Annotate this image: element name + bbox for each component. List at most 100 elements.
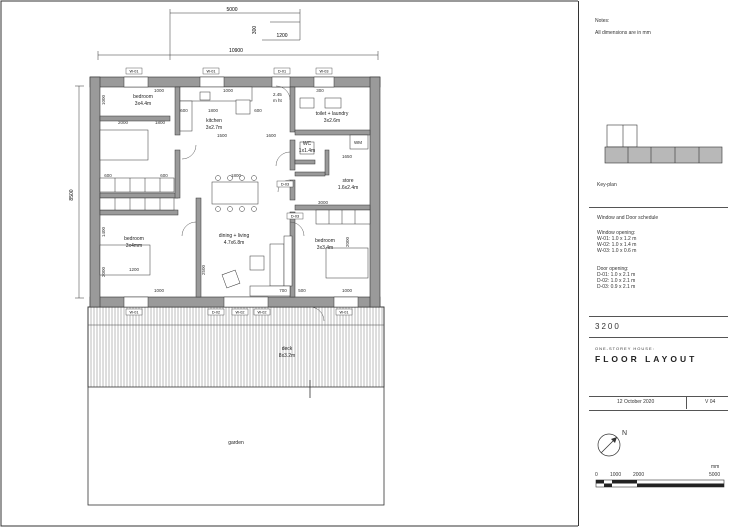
room-store-name: store <box>342 178 353 184</box>
room-dining-size: 4.7x6.8m <box>224 240 245 246</box>
scale-unit: mm <box>711 464 720 470</box>
outer-wall-left <box>89 76 101 308</box>
dim-text: 1000 <box>342 288 353 293</box>
dim-overall-height: 8500 <box>69 189 75 200</box>
toilet-fixtures <box>299 97 369 155</box>
room-store-size: 1.6x2.4m <box>338 185 359 191</box>
dim-text: 1800 <box>155 120 166 125</box>
window-row-2: W-02: 1.0 x 1.4 m <box>597 242 637 248</box>
dim-text: 1000 <box>154 88 165 93</box>
interior-walls <box>99 86 371 298</box>
dim-top-small: 1200 <box>276 33 287 39</box>
north-arrow <box>597 433 621 457</box>
opening-tags: W-01 W-01 D-01 W-03 W-01 D-02 W-02 W-02 … <box>125 67 353 316</box>
room-bedroom-2-size: 3x4mm <box>126 243 142 249</box>
room-garden-name: garden <box>228 440 244 446</box>
room-kitchen-name: kitchen <box>206 118 222 124</box>
tag-d03-bed3: D-03 <box>291 215 299 219</box>
drawing-title: FLOOR LAYOUT <box>595 354 698 364</box>
tag-d01: D-01 <box>278 70 286 74</box>
tag-w02-a: W-02 <box>235 311 244 315</box>
project-number: 3200 <box>595 322 621 331</box>
deck-area <box>87 306 385 388</box>
room-wc-size: 1x1.4m <box>299 148 315 154</box>
title-block: Notes: All dimensions are in mm Key-plan… <box>578 1 738 526</box>
living-furniture <box>221 235 293 297</box>
dim-top-offset: 300 <box>252 26 258 35</box>
tag-w01-top: W-01 <box>129 70 138 74</box>
tag-w03: W-03 <box>319 70 328 74</box>
dim-text: 3000 <box>318 200 329 205</box>
key-plan <box>604 124 723 164</box>
dim-text: 600 <box>104 173 112 178</box>
beds <box>99 129 369 279</box>
tag-d02-living: D-02 <box>212 311 220 315</box>
dim-text: 1200 <box>129 267 140 272</box>
dim-text: 600 <box>160 173 168 178</box>
drawing-date: 12 October 2020 <box>617 399 655 405</box>
scale-tick-0: 0 <box>595 472 598 478</box>
dim-overall-width: 10900 <box>229 48 243 54</box>
notes-label: Notes: <box>595 18 610 24</box>
room-toilet-size: 3x2.6m <box>324 118 340 124</box>
dim-text: 2000 <box>345 236 350 247</box>
dining-table <box>211 175 259 212</box>
dim-top-overall: 5000 <box>226 7 237 13</box>
room-bedroom-1-size: 3x4.4m <box>135 101 151 107</box>
scale-tick-1000: 1000 <box>610 472 622 478</box>
room-deck-name: deck <box>282 346 293 352</box>
kitchen-counter <box>179 86 253 132</box>
window-row-3: W-03: 1.0 x 0.6 m <box>597 248 637 254</box>
tag-w01-bed3: W-01 <box>339 311 348 315</box>
drawing-version: V 04 <box>705 399 716 405</box>
dim-text: 1650 <box>342 154 353 159</box>
tag-d03-store: D-03 <box>281 183 289 187</box>
room-dining-name: dining + living <box>219 233 250 239</box>
sheet-border <box>0 0 578 527</box>
window-heading: Window opening: <box>597 230 636 236</box>
notes-text: All dimensions are in mm <box>595 30 651 36</box>
room-deck-size: 8x3.2m <box>279 353 295 359</box>
scale-tick-5000: 5000 <box>709 472 721 478</box>
scale-tick-2000: 2000 <box>633 472 645 478</box>
dim-text: 600 <box>254 108 262 113</box>
project-name: ONE-STOREY HOUSE: <box>595 346 655 351</box>
dim-text: 1400 <box>101 226 106 237</box>
dim-text: 300 <box>316 88 324 93</box>
fixture-wm: WM <box>354 140 362 145</box>
dim-text: 1000 <box>223 88 234 93</box>
dimension-lines <box>75 9 379 299</box>
window-row-1: W-01: 1.0 x 1.2 m <box>597 236 637 242</box>
dim-text: 1800 <box>231 173 242 178</box>
pantry-note-2: m ht <box>273 98 283 103</box>
room-kitchen-size: 3x2.7m <box>206 125 222 131</box>
schedule-title: Window and Door schedule <box>597 215 659 221</box>
tag-w01-kitchen: W-01 <box>206 70 215 74</box>
dim-text: 600 <box>180 108 188 113</box>
outer-wall-right <box>369 76 381 308</box>
dim-text: 1000 <box>154 288 165 293</box>
room-bedroom-1-name: bedroom <box>133 94 153 100</box>
dim-text: 1000 <box>101 94 106 105</box>
door-row-3: D-03: 0.9 x 2.1 m <box>597 284 636 290</box>
pantry-note: 2.45 <box>273 92 282 97</box>
keyplan-label: Key-plan <box>597 182 617 188</box>
dim-text: 1800 <box>208 108 219 113</box>
scale-bar <box>595 479 725 488</box>
tag-w01-bottom: W-01 <box>129 311 138 315</box>
room-toilet-name: toilet + laundry <box>316 111 349 117</box>
dim-text: 1500 <box>217 133 228 138</box>
dim-text: 700 <box>279 288 287 293</box>
door-row-2: D-02: 1.0 x 2.1 m <box>597 278 636 284</box>
dim-text: 1600 <box>266 133 277 138</box>
wardrobes <box>99 177 371 225</box>
room-bedroom-3-name: bedroom <box>315 238 335 244</box>
floor-plan: 5000 300 1200 10900 8500 1000 1000 1800 … <box>0 0 578 527</box>
room-bedroom-2-name: bedroom <box>124 236 144 242</box>
dim-text: 2000 <box>118 120 129 125</box>
room-bedroom-3-size: 3x3.4m <box>317 245 333 251</box>
dim-text: 2500 <box>201 264 206 275</box>
tag-w02-b: W-02 <box>257 311 266 315</box>
door-heading: Door opening: <box>597 266 629 272</box>
